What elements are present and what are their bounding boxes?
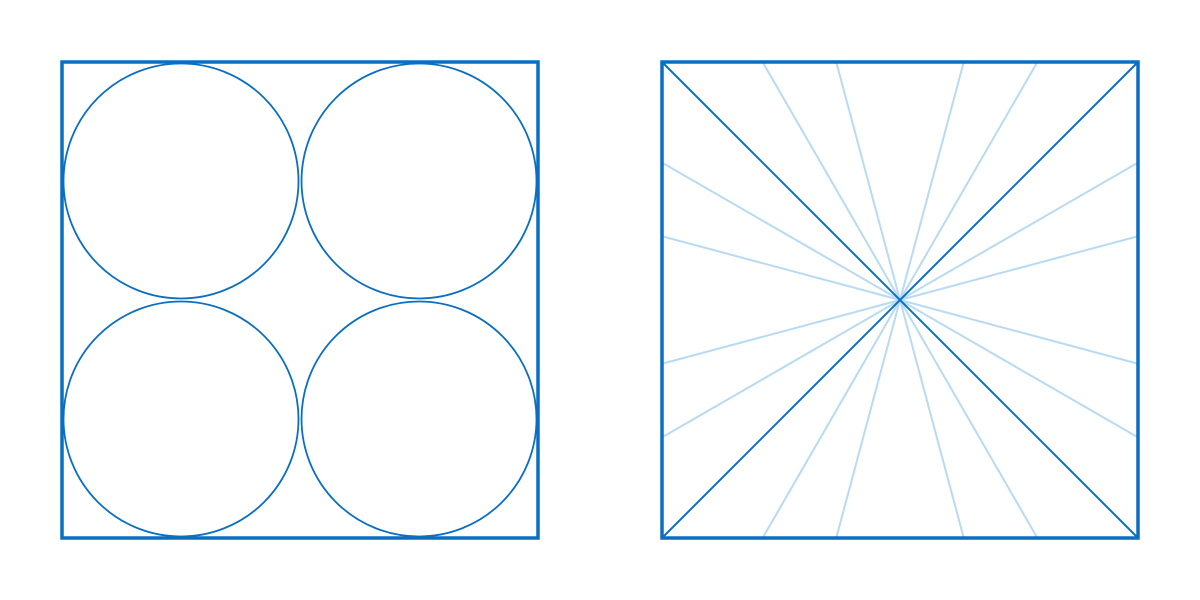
right-square-frame (660, 60, 1140, 540)
left-square-frame (60, 60, 540, 540)
circle-r2-c1 (62, 300, 300, 538)
circle-r1-c2 (300, 62, 538, 300)
circle-r2-c2 (300, 300, 538, 538)
ray-burst-panel (660, 60, 1140, 540)
diagonal-2 (661, 61, 1139, 539)
circle-r1-c1 (62, 62, 300, 300)
circle-grid-panel (60, 60, 540, 540)
